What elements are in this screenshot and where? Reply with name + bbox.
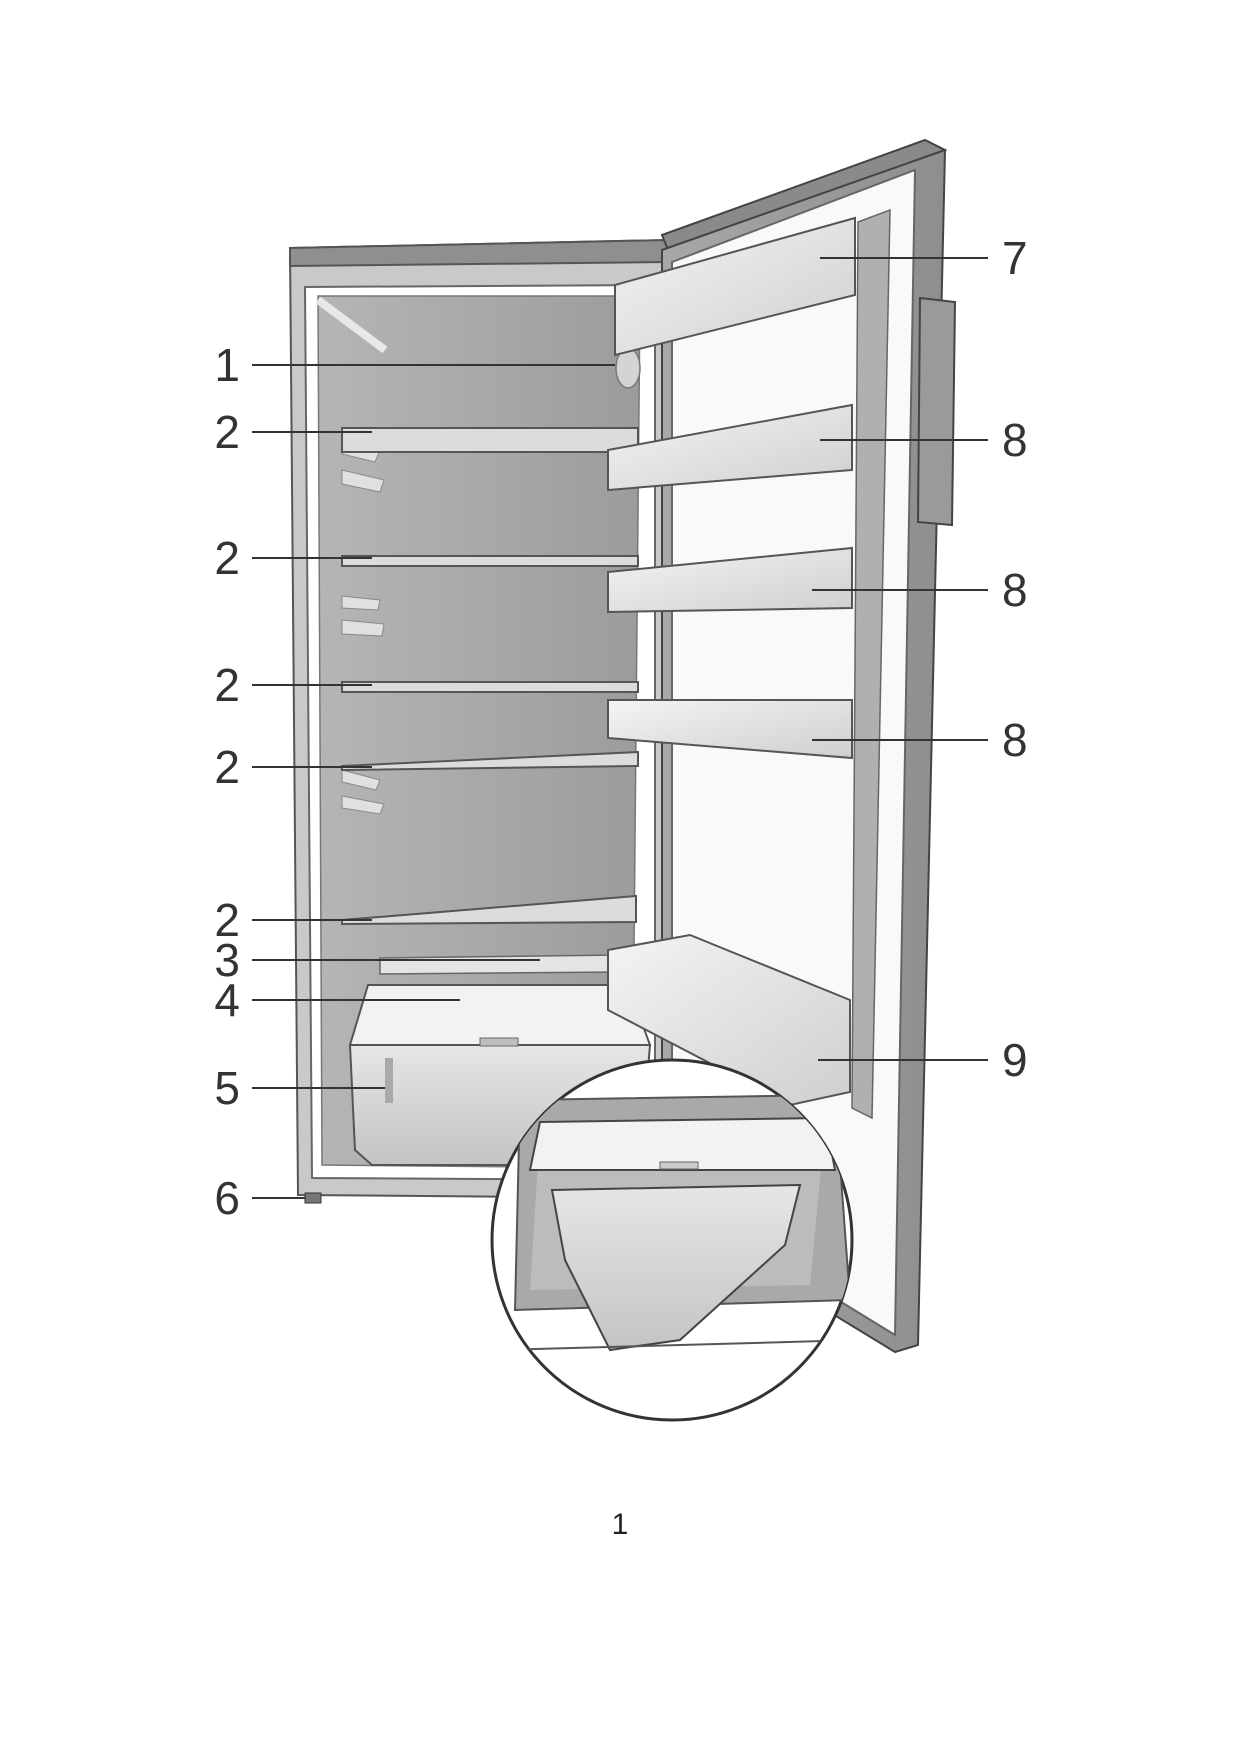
callout-right-2: 8 <box>1002 564 1028 616</box>
detail-inset <box>490 1058 854 1422</box>
page-number: 1 <box>611 1508 629 1541</box>
callout-left-9: 6 <box>214 1172 240 1224</box>
glass-shelf <box>341 681 639 693</box>
callout-left-3: 2 <box>214 659 240 711</box>
glass-shelf <box>341 427 639 453</box>
callout-left-7: 4 <box>214 974 240 1026</box>
door-bin-bottle <box>607 933 851 1107</box>
callout-right-4: 9 <box>1002 1034 1028 1086</box>
door <box>607 138 957 1354</box>
callout-left-0: 1 <box>214 339 240 391</box>
door-bin-top <box>614 216 856 357</box>
callout-left-5: 2 <box>214 894 240 946</box>
cabinet <box>288 238 669 1204</box>
adjustable-foot <box>304 1192 322 1204</box>
crisper-cover <box>379 954 621 975</box>
drawer-handle <box>479 1037 519 1047</box>
door-bins <box>607 216 856 1107</box>
door-bin <box>607 699 853 760</box>
inset-drawer-tilted <box>550 1183 802 1352</box>
callout-right-0: 7 <box>1002 232 1028 284</box>
callout-left-4: 2 <box>214 741 240 793</box>
callout-left-8: 5 <box>214 1062 240 1114</box>
glass-shelf <box>341 555 639 567</box>
vegetable-drawer-lid <box>348 984 652 1046</box>
door-gasket-rim <box>851 208 891 1120</box>
glass-shelf <box>341 750 639 772</box>
cabinet-top-edge <box>289 238 669 268</box>
callout-left-2: 2 <box>214 532 240 584</box>
callout-left-6: 3 <box>214 934 240 986</box>
leader-lines <box>252 257 988 1199</box>
drawer-divider <box>385 1058 393 1103</box>
glass-shelf <box>341 894 637 926</box>
callout-right-1: 8 <box>1002 414 1028 466</box>
callout-right-3: 8 <box>1002 714 1028 766</box>
door-handle <box>916 296 957 527</box>
inset-cover <box>528 1116 837 1171</box>
door-bin <box>607 546 853 614</box>
interior-highlight <box>315 296 388 354</box>
callout-left-1: 2 <box>214 406 240 458</box>
door-bin <box>607 403 853 492</box>
